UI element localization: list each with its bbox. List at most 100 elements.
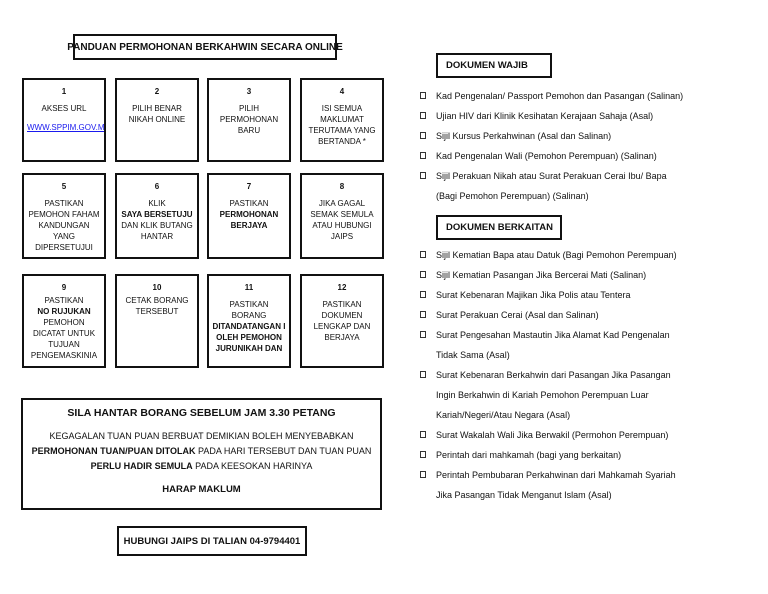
step-bold-text: NO RUJUKAN bbox=[37, 307, 91, 316]
dokumen-wajib-heading: DOKUMEN WAJIB bbox=[436, 53, 552, 78]
list-item-text: Kad Pengenalan/ Passport Pemohon dan Pas… bbox=[436, 91, 684, 101]
list-item-text: Kad Pengenalan Wali (Pemohon Perempuan) … bbox=[436, 151, 657, 161]
step-12: 12 PASTIKAN DOKUMEN LENGKAP DAN BERJAYA bbox=[300, 274, 384, 368]
step-text: JIKA GAGAL SEMAK SEMULA ATAU HUBUNGI JAI… bbox=[310, 199, 374, 241]
list-item-text: Sijil Perakuan Nikah atau Surat Perakuan… bbox=[436, 171, 667, 181]
dokumen-wajib-list: Kad Pengenalan/ Passport Pemohon dan Pas… bbox=[420, 86, 683, 206]
checkbox-icon[interactable] bbox=[420, 471, 426, 478]
list-item: Surat Perakuan Cerai (Asal dan Salinan) bbox=[420, 305, 677, 325]
step-number: 11 bbox=[244, 283, 254, 292]
checkbox-icon[interactable] bbox=[420, 371, 426, 378]
notice-box: SILA HANTAR BORANG SEBELUM JAM 3.30 PETA… bbox=[21, 398, 382, 510]
step-text: PASTIKAN bbox=[229, 199, 269, 208]
notice-line: PADA KEESOKAN HARINYA bbox=[192, 461, 313, 471]
checkbox-icon[interactable] bbox=[420, 331, 426, 338]
list-item-text: Sijil Kursus Perkahwinan (Asal dan Salin… bbox=[436, 131, 612, 141]
notice-bold: PERMOHONAN TUAN/PUAN DITOLAK bbox=[31, 446, 196, 456]
step-text: PASTIKAN PEMOHON FAHAM KANDUNGAN YANG DI… bbox=[28, 199, 100, 252]
list-item: Ujian HIV dari Klinik Kesihatan Kerajaan… bbox=[420, 106, 683, 126]
step-number: 7 bbox=[246, 182, 252, 191]
list-item: Perintah dari mahkamah (bagi yang berkai… bbox=[420, 445, 677, 465]
step-number: 10 bbox=[152, 283, 162, 292]
step-number: 3 bbox=[246, 87, 252, 96]
list-item-text: Perintah dari mahkamah (bagi yang berkai… bbox=[436, 450, 622, 460]
list-item: Sijil Perakuan Nikah atau Surat Perakuan… bbox=[420, 166, 683, 206]
step-2: 2 PILIH BENAR NIKAH ONLINE bbox=[115, 78, 199, 162]
notice-heading: SILA HANTAR BORANG SEBELUM JAM 3.30 PETA… bbox=[67, 407, 336, 419]
step-number: 6 bbox=[154, 182, 160, 191]
step-10: 10 CETAK BORANG TERSEBUT bbox=[115, 274, 199, 368]
step-bold-text: PERMOHONAN BERJAYA bbox=[219, 210, 279, 230]
list-item-text: Ingin Berkahwin di Kariah Pemohon Peremp… bbox=[436, 390, 649, 400]
sppim-link[interactable]: WWW.SPPIM.GOV.MY bbox=[27, 123, 106, 132]
list-item: Surat Kebenaran Berkahwin dari Pasangan … bbox=[420, 365, 677, 425]
step-number: 1 bbox=[61, 87, 67, 96]
step-text: KLIK bbox=[148, 199, 166, 208]
step-number: 2 bbox=[154, 87, 160, 96]
dokumen-berkaitan-heading: DOKUMEN BERKAITAN bbox=[436, 215, 562, 240]
checkbox-icon[interactable] bbox=[420, 132, 426, 139]
step-text: PASTIKAN bbox=[44, 296, 84, 305]
checkbox-icon[interactable] bbox=[420, 92, 426, 99]
step-8: 8 JIKA GAGAL SEMAK SEMULA ATAU HUBUNGI J… bbox=[300, 173, 384, 259]
step-1: 1 AKSES URL WWW.SPPIM.GOV.MY bbox=[22, 78, 106, 162]
step-11: 11 PASTIKAN BORANG DITANDATANGAN I OLEH … bbox=[207, 274, 291, 368]
list-item: Sijil Kematian Bapa atau Datuk (Bagi Pem… bbox=[420, 245, 677, 265]
list-item: Surat Pengesahan Mastautin Jika Alamat K… bbox=[420, 325, 677, 365]
step-7: 7 PASTIKAN PERMOHONAN BERJAYA bbox=[207, 173, 291, 259]
notice-bold: PERLU HADIR SEMULA bbox=[90, 461, 193, 471]
step-number: 12 bbox=[337, 283, 347, 292]
checkbox-icon[interactable] bbox=[420, 152, 426, 159]
list-item-text: Surat Kebenaran Berkahwin dari Pasangan … bbox=[436, 370, 671, 380]
contact-box: HUBUNGI JAIPS DI TALIAN 04-9794401 bbox=[117, 526, 307, 556]
list-item: Sijil Kursus Perkahwinan (Asal dan Salin… bbox=[420, 126, 683, 146]
step-4: 4 ISI SEMUA MAKLUMAT TERUTAMA YANG BERTA… bbox=[300, 78, 384, 162]
list-item-text: Jika Pasangan Tidak Menganut Islam (Asal… bbox=[436, 490, 612, 500]
step-number: 9 bbox=[61, 283, 67, 292]
checkbox-icon[interactable] bbox=[420, 172, 426, 179]
list-item-text: Surat Wakalah Wali Jika Berwakil (Permoh… bbox=[436, 430, 669, 440]
checkbox-icon[interactable] bbox=[420, 251, 426, 258]
step-6: 6 KLIK SAYA BERSETUJU DAN KLIK BUTANG HA… bbox=[115, 173, 199, 259]
guide-title: PANDUAN PERMOHONAN BERKAHWIN SECARA ONLI… bbox=[67, 34, 343, 60]
list-item-text: Surat Kebenaran Majikan Jika Polis atau … bbox=[436, 290, 631, 300]
step-text: PILIH PERMOHONAN BARU bbox=[219, 104, 279, 135]
list-item: Surat Kebenaran Majikan Jika Polis atau … bbox=[420, 285, 677, 305]
checkbox-icon[interactable] bbox=[420, 311, 426, 318]
list-item: Sijil Kematian Pasangan Jika Bercerai Ma… bbox=[420, 265, 677, 285]
step-text: PEMOHON DICATAT UNTUK TUJUAN PENGEMASKIN… bbox=[30, 318, 98, 360]
step-text: PASTIKAN DOKUMEN LENGKAP DAN BERJAYA bbox=[313, 300, 371, 342]
step-3: 3 PILIH PERMOHONAN BARU bbox=[207, 78, 291, 162]
list-item-text: Kariah/Negeri/Atau Negara (Asal) bbox=[436, 410, 571, 420]
list-item-text: (Bagi Pemohon Perempuan) (Salinan) bbox=[436, 191, 589, 201]
step-text: CETAK BORANG TERSEBUT bbox=[125, 296, 189, 316]
list-item-text: Surat Perakuan Cerai (Asal dan Salinan) bbox=[436, 310, 599, 320]
list-item: Kad Pengenalan/ Passport Pemohon dan Pas… bbox=[420, 86, 683, 106]
list-item-text: Ujian HIV dari Klinik Kesihatan Kerajaan… bbox=[436, 111, 654, 121]
notice-body: KEGAGALAN TUAN PUAN BERBUAT DEMIKIAN BOL… bbox=[23, 429, 380, 474]
checkbox-icon[interactable] bbox=[420, 271, 426, 278]
step-text: PASTIKAN BORANG bbox=[229, 300, 269, 320]
checkbox-icon[interactable] bbox=[420, 112, 426, 119]
step-bold-text: DITANDATANGAN I OLEH PEMOHON JURUNIKAH D… bbox=[212, 322, 286, 353]
step-number: 5 bbox=[61, 182, 67, 191]
notice-closing: HARAP MAKLUM bbox=[162, 484, 241, 495]
step-text: ISI SEMUA MAKLUMAT TERUTAMA YANG BERTAND… bbox=[308, 104, 376, 146]
list-item-text: Sijil Kematian Pasangan Jika Bercerai Ma… bbox=[436, 270, 647, 280]
checkbox-icon[interactable] bbox=[420, 291, 426, 298]
list-item-text: Tidak Sama (Asal) bbox=[436, 350, 510, 360]
dokumen-berkaitan-list: Sijil Kematian Bapa atau Datuk (Bagi Pem… bbox=[420, 245, 677, 505]
notice-line: KEGAGALAN TUAN PUAN BERBUAT DEMIKIAN BOL… bbox=[49, 431, 354, 441]
checkbox-icon[interactable] bbox=[420, 451, 426, 458]
list-item-text: Sijil Kematian Bapa atau Datuk (Bagi Pem… bbox=[436, 250, 677, 260]
notice-line: PADA HARI TERSEBUT DAN TUAN PUAN bbox=[195, 446, 372, 456]
list-item: Surat Wakalah Wali Jika Berwakil (Permoh… bbox=[420, 425, 677, 445]
step-text: PILIH BENAR NIKAH ONLINE bbox=[128, 104, 186, 124]
step-9: 9 PASTIKAN NO RUJUKAN PEMOHON DICATAT UN… bbox=[22, 274, 106, 368]
step-number: 4 bbox=[339, 87, 345, 96]
list-item: Kad Pengenalan Wali (Pemohon Perempuan) … bbox=[420, 146, 683, 166]
list-item: Perintah Pembubaran Perkahwinan dari Mah… bbox=[420, 465, 677, 505]
list-item-text: Perintah Pembubaran Perkahwinan dari Mah… bbox=[436, 470, 676, 480]
checkbox-icon[interactable] bbox=[420, 431, 426, 438]
list-item-text: Surat Pengesahan Mastautin Jika Alamat K… bbox=[436, 330, 670, 340]
